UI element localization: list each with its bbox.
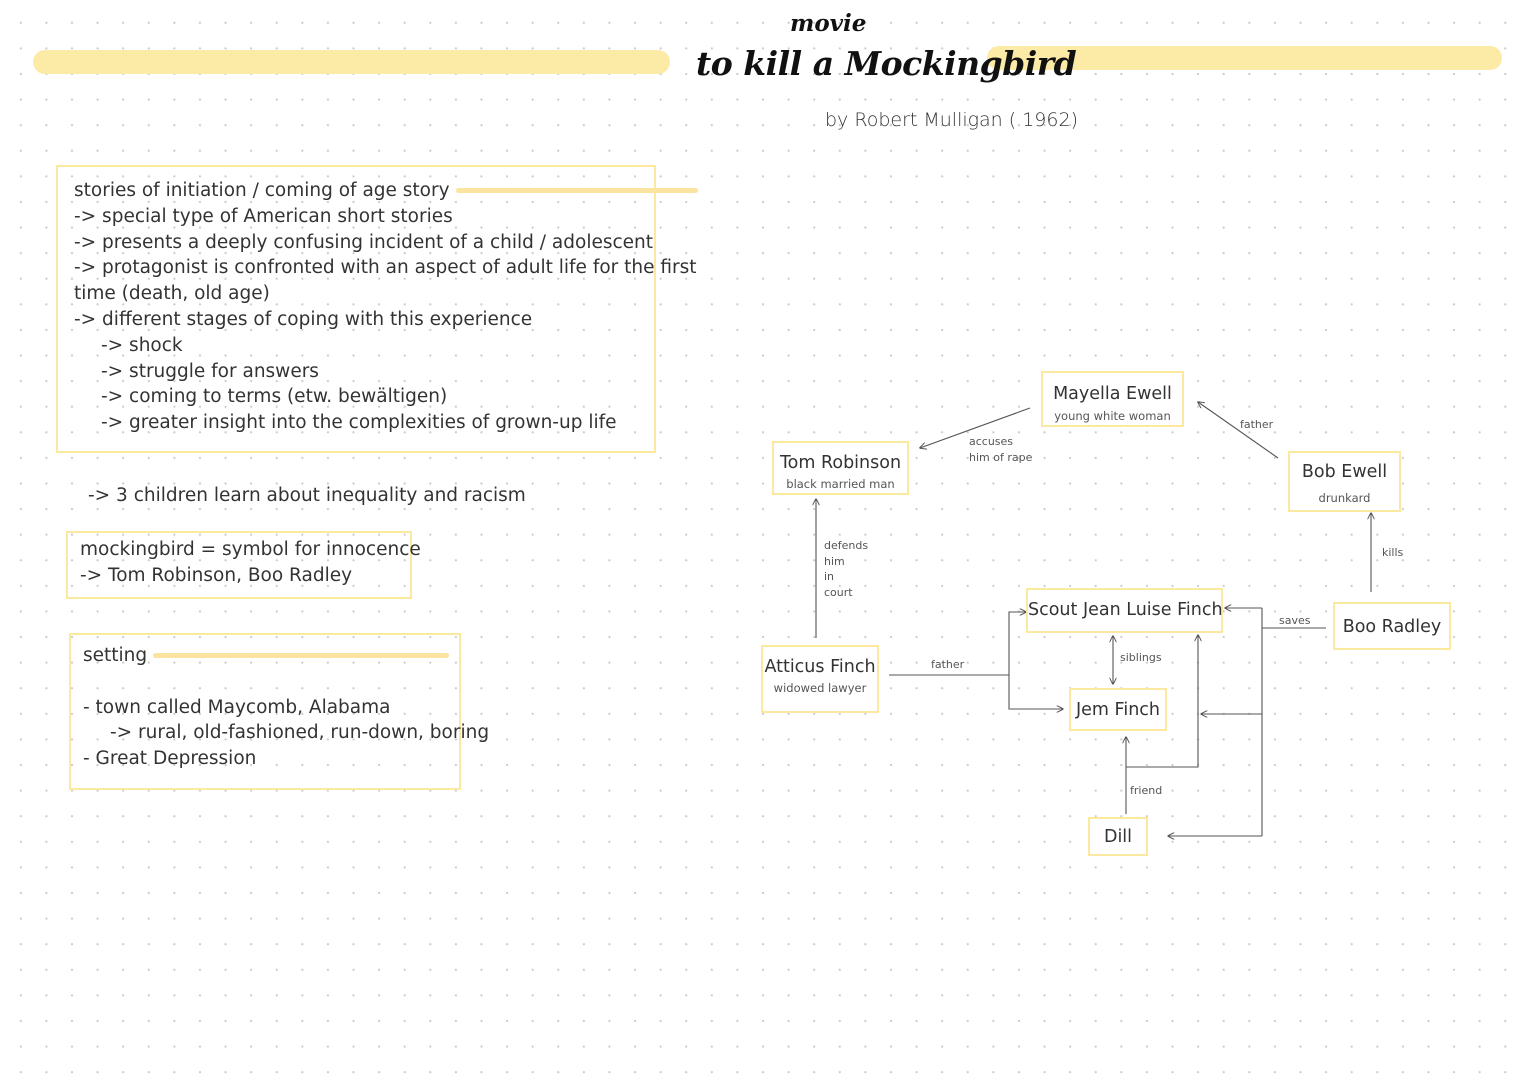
node-desc: young white woman <box>1054 409 1171 423</box>
node-boo-radley: Boo Radley <box>1333 602 1451 650</box>
node-name: Tom Robinson <box>779 453 902 473</box>
initiation-notes: stories of initiation / coming of age st… <box>74 178 698 436</box>
edge-label-father-bob: father <box>1240 418 1274 431</box>
edge-father-bob <box>1198 402 1279 459</box>
initiation-box <box>56 165 656 453</box>
node-name: Jem Finch <box>1076 700 1160 720</box>
initiation-heading: stories of initiation / coming of age st… <box>74 180 450 201</box>
header-highlight-right <box>987 46 1502 70</box>
node-mayella-ewell: Mayella Ewell young white woman <box>1041 371 1184 427</box>
edge-label-line: him <box>824 554 845 568</box>
node-bob-ewell: Bob Ewell drunkard <box>1288 451 1401 512</box>
edge-father-to-jem <box>1008 675 1063 709</box>
setting-line: -> rural, old-fashioned, run-down, borin… <box>110 722 490 744</box>
node-name: Boo Radley <box>1342 617 1442 637</box>
edge-label-line: him of rape <box>969 450 1033 464</box>
node-tom-robinson: Tom Robinson black married man <box>772 441 909 495</box>
node-name: Atticus Finch <box>764 657 876 677</box>
heading-underline <box>153 653 450 659</box>
initiation-line: -> presents a deeply confusing incident … <box>74 231 654 253</box>
edge-label-line: defends <box>824 539 869 552</box>
node-name: Dill <box>1103 827 1133 847</box>
edge-label-saves: saves <box>1279 614 1311 627</box>
node-name: Scout Jean Luise Finch <box>1028 600 1223 620</box>
edge-label-line: in <box>824 570 835 583</box>
edge-label-father-atticus: father <box>931 658 965 671</box>
setting-line: - town called Maycomb, Alabama <box>83 696 391 718</box>
edge-label-line: court <box>824 585 853 599</box>
edge-label-friend: friend <box>1130 784 1163 797</box>
node-name: Mayella Ewell <box>1053 384 1172 404</box>
initiation-line: -> different stages of coping with this … <box>74 308 533 330</box>
header-highlight-left <box>33 50 670 74</box>
mockingbird-symbol: mockingbird = symbol for innocence <box>80 539 421 560</box>
stage-item: -> struggle for answers <box>101 360 319 382</box>
heading-underline <box>455 188 698 194</box>
stage-item: -> coming to terms (etw. bewältigen) <box>101 386 448 408</box>
page-subtitle: by Robert Mulligan ( 1962) <box>825 109 1078 131</box>
node-scout-finch: Scout Jean Luise Finch <box>1026 588 1223 633</box>
mockingbird-examples: -> Tom Robinson, Boo Radley <box>80 564 353 586</box>
edge-label-accuses: accuses him of rape <box>969 434 1032 465</box>
node-dill: Dill <box>1088 817 1148 856</box>
page-kicker: movie <box>790 10 867 37</box>
edge-label-defends: defends him in court <box>824 538 868 600</box>
setting-notes: setting - town called Maycomb, Alabama -… <box>83 643 489 772</box>
mockingbird-box <box>66 531 412 599</box>
node-desc: black married man <box>786 477 895 491</box>
node-jem-finch: Jem Finch <box>1069 688 1167 731</box>
initiation-line: -> special type of American short storie… <box>74 205 453 227</box>
initiation-line: time (death, old age) <box>74 283 270 305</box>
stage-item: -> shock <box>101 334 183 356</box>
children-note: -> 3 children learn about inequality and… <box>88 485 526 506</box>
node-desc: drunkard <box>1318 491 1371 505</box>
setting-heading: setting <box>83 645 148 666</box>
page-title: to kill a Mockingbird <box>696 44 1077 83</box>
mockingbird-notes: mockingbird = symbol for innocence -> To… <box>80 537 421 589</box>
node-atticus-finch: Atticus Finch widowed lawyer <box>761 645 879 713</box>
edge-friend-scout <box>1126 635 1198 768</box>
edge-label-siblings: siblings <box>1120 651 1162 664</box>
edge-label-line: accuses <box>969 435 1014 448</box>
initiation-heading-row: stories of initiation / coming of age st… <box>74 178 698 204</box>
setting-box <box>69 633 461 790</box>
node-name: Bob Ewell <box>1301 462 1388 482</box>
edge-label-kills: kills <box>1382 546 1404 559</box>
initiation-line: -> protagonist is confronted with an asp… <box>74 257 697 279</box>
edge-father-to-scout <box>1008 612 1026 675</box>
stage-item: -> greater insight into the complexities… <box>101 412 617 434</box>
setting-line: - Great Depression <box>83 748 257 770</box>
setting-heading-row: setting <box>83 643 489 669</box>
edge-accuses <box>920 407 1031 448</box>
node-desc: widowed lawyer <box>773 681 867 695</box>
